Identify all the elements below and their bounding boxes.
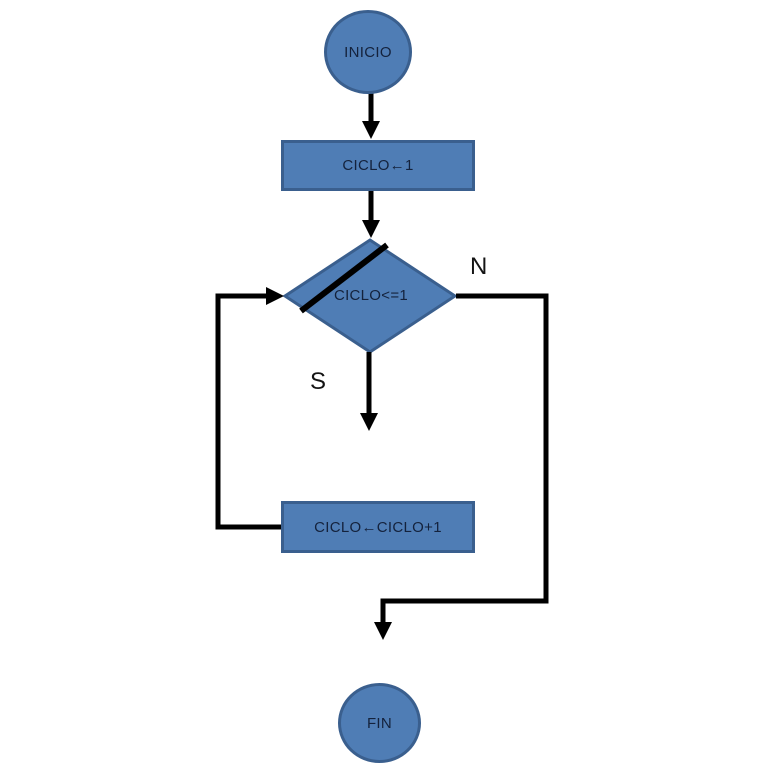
end-terminator: FIN [338, 683, 421, 763]
process-increment-label: CICLO←CICLO+1 [314, 518, 442, 536]
process-init: CICLO←1 [281, 140, 475, 191]
process-increment: CICLO←CICLO+1 [281, 501, 475, 553]
arrow-loop-back [215, 287, 284, 530]
decision-strike-line [299, 242, 389, 314]
arrow-init-to-decision [362, 190, 380, 238]
arrow-decision-no [374, 293, 549, 640]
branch-label-yes: S [310, 368, 327, 395]
arrow-decision-yes [360, 352, 378, 431]
end-label: FIN [366, 714, 393, 732]
start-label: INICIO [344, 43, 392, 61]
branch-label-no: N [470, 253, 488, 280]
arrow-start-to-init [362, 92, 380, 139]
decision-label: CICLO<=1 [333, 287, 409, 304]
process-init-label: CICLO←1 [342, 157, 414, 174]
start-terminator: INICIO [324, 10, 412, 94]
